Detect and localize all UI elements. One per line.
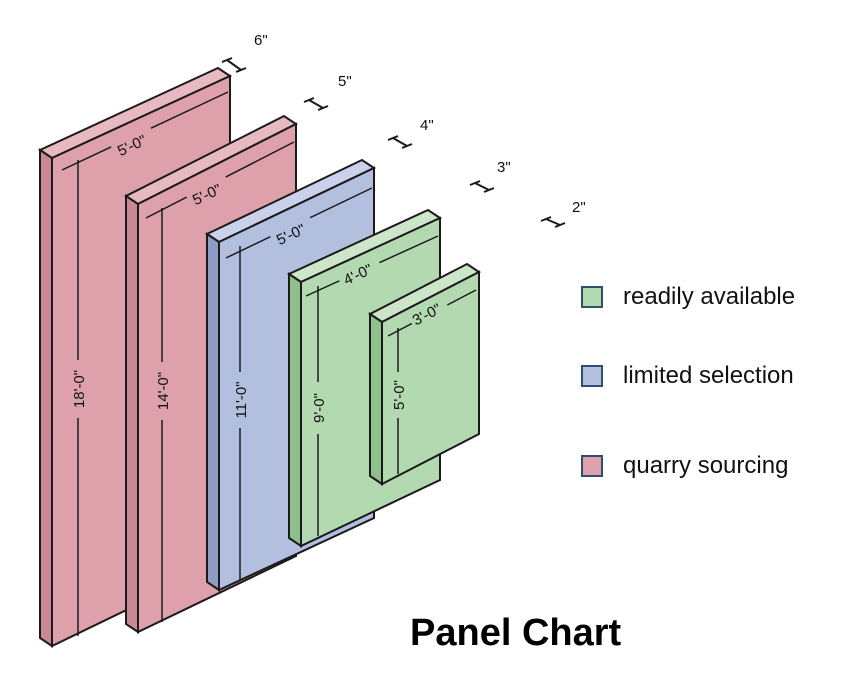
panel-14ft-thickness-label: 5"	[338, 73, 352, 90]
panel-9ft-side	[288, 272, 302, 548]
legend-label-limited-selection: limited selection	[623, 362, 794, 389]
legend-item-quarry-sourcing: quarry sourcing	[581, 451, 788, 481]
legend-item-readily-available: readily available	[581, 282, 795, 312]
legend-swatch-limited-selection	[581, 365, 603, 387]
legend-item-limited-selection: limited selection	[581, 361, 794, 391]
panel-5ft-side	[369, 312, 383, 486]
panel-18ft-side	[39, 148, 53, 648]
panel-11ft-thickness-label: 4"	[420, 117, 434, 134]
panel-11ft-height-label: 11'-0"	[233, 381, 250, 418]
panel-14ft-height-label: 14'-0"	[155, 372, 172, 410]
chart-title: Panel Chart	[410, 612, 622, 654]
panel-5ft-height-label: 5'-0"	[391, 380, 408, 410]
legend-swatch-quarry-sourcing	[581, 455, 603, 477]
legend: readily available limited selection quar…	[581, 274, 851, 494]
legend-label-readily-available: readily available	[623, 283, 796, 310]
panel-9ft-thickness-label: 3"	[497, 159, 511, 176]
panel-18ft-height-label: 18'-0"	[71, 370, 88, 408]
panel-9ft-height-label: 9'-0"	[311, 393, 328, 423]
panel-5ft: 5'-0" 3'-0" 2"	[368, 199, 586, 486]
panel-5ft-thickness-label: 2"	[572, 199, 586, 216]
panel-18ft-thickness-label: 6"	[254, 32, 268, 49]
panel-5ft-face	[381, 270, 480, 486]
legend-swatch-readily-available	[581, 286, 603, 308]
panel-11ft-side	[206, 232, 220, 592]
legend-label-quarry-sourcing: quarry sourcing	[623, 452, 789, 479]
panel-14ft-side	[125, 194, 139, 634]
